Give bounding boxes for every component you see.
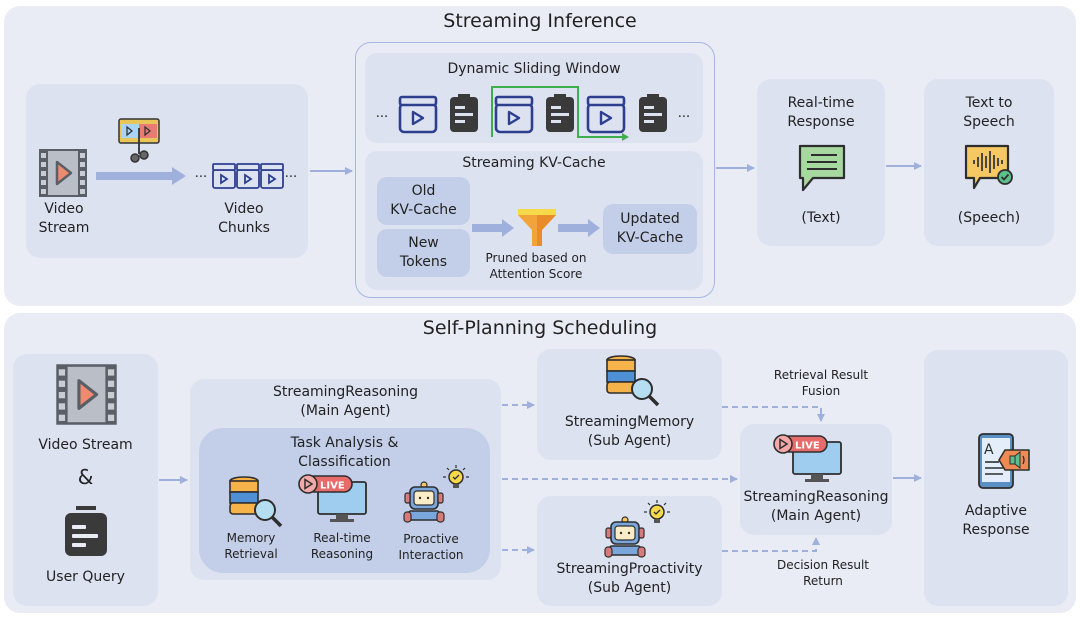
- video-chunk-icon: [398, 95, 438, 134]
- robot-idea-icon: [403, 465, 469, 523]
- new-tokens-box: [377, 229, 470, 277]
- sliding-window-tokens: [398, 86, 667, 141]
- new-tokens-label: New Tokens: [399, 235, 448, 270]
- robot-idea-icon: [604, 500, 670, 558]
- text-token-icon: [639, 94, 667, 132]
- realtime-response-caption: (Text): [801, 210, 841, 226]
- ampersand-label: &: [77, 465, 94, 489]
- to-prune-arrow: [472, 219, 514, 237]
- window-ellipsis-right: ...: [677, 106, 691, 121]
- realtime-response-title: Real-time Response: [787, 95, 855, 130]
- video-cut-icon: [118, 118, 160, 163]
- adaptive-response-title: Adaptive Response: [962, 503, 1030, 538]
- svg-text:A: A: [984, 442, 994, 458]
- old-kv-cache-label: Old KV-Cache: [390, 183, 457, 218]
- live-monitor-icon: LIVE: [298, 474, 367, 522]
- user-query-icon: [65, 506, 107, 556]
- cut-arrow: [96, 167, 186, 185]
- to-updated-arrow: [558, 219, 600, 237]
- updated-kv-cache-label: Updated KV-Cache: [616, 211, 684, 246]
- funnel-icon: [518, 209, 556, 246]
- database-search-icon: [229, 476, 283, 528]
- task-realtime-reasoning-label: Real-time Reasoning: [310, 531, 374, 561]
- video-stream-icon: [56, 364, 117, 425]
- live-badge-text: LIVE: [320, 481, 345, 492]
- memory-agent-title: StreamingMemory (Sub Agent): [564, 414, 695, 449]
- bottom-video-stream-label: Video Stream: [38, 437, 133, 453]
- text-token-icon: [450, 94, 478, 132]
- tts-caption: (Speech): [957, 210, 1021, 226]
- live-monitor-icon: LIVE: [773, 434, 842, 482]
- main-agent-title: StreamingReasoning (Main Agent): [273, 384, 418, 419]
- task-proactive-interaction-label: Proactive Interaction: [398, 532, 464, 562]
- task-analysis-title: Task Analysis & Classification: [290, 435, 399, 470]
- live-badge-text: LIVE: [795, 441, 820, 452]
- updated-kv-cache-box: [603, 204, 697, 254]
- old-kv-cache-box: [377, 177, 470, 225]
- speech-wave-icon: [964, 144, 1013, 190]
- text-message-icon: [798, 144, 846, 192]
- proactivity-agent-title: StreamingProactivity (Sub Agent): [556, 561, 703, 596]
- kv-cache-title: Streaming KV-Cache: [462, 155, 606, 171]
- window-ellipsis-left: ...: [375, 106, 389, 121]
- video-stream-icon: [39, 149, 87, 197]
- prune-caption: Pruned based on Attention Score: [485, 251, 587, 281]
- adaptive-response-icon: A: [978, 433, 1030, 489]
- sliding-window-title: Dynamic Sliding Window: [447, 61, 621, 77]
- text-token-icon: [546, 94, 574, 132]
- video-chunks-label: Video Chunks: [218, 201, 270, 236]
- streaming-inference-title: Streaming Inference: [443, 10, 637, 32]
- chunks-ellipsis-right: ...: [284, 166, 298, 181]
- video-chunk-icon: [494, 95, 534, 134]
- retrieval-fusion-note: Retrieval Result Fusion: [773, 368, 869, 398]
- chunks-ellipsis-left: ...: [194, 166, 208, 181]
- video-stream-label: Video Stream: [38, 201, 90, 236]
- decision-return-note: Decision Result Return: [777, 558, 869, 588]
- sliding-window-highlight: [491, 86, 629, 141]
- tts-title: Text to Speech: [963, 95, 1015, 130]
- video-chunks-icon: [212, 163, 284, 189]
- video-chunk-icon: [586, 95, 626, 134]
- task-memory-retrieval-label: Memory Retrieval: [224, 531, 278, 561]
- self-planning-title: Self-Planning Scheduling: [422, 317, 658, 339]
- database-search-icon: [606, 355, 660, 407]
- reasoning-agent-title: StreamingReasoning (Main Agent): [743, 489, 889, 524]
- user-query-label: User Query: [46, 569, 125, 585]
